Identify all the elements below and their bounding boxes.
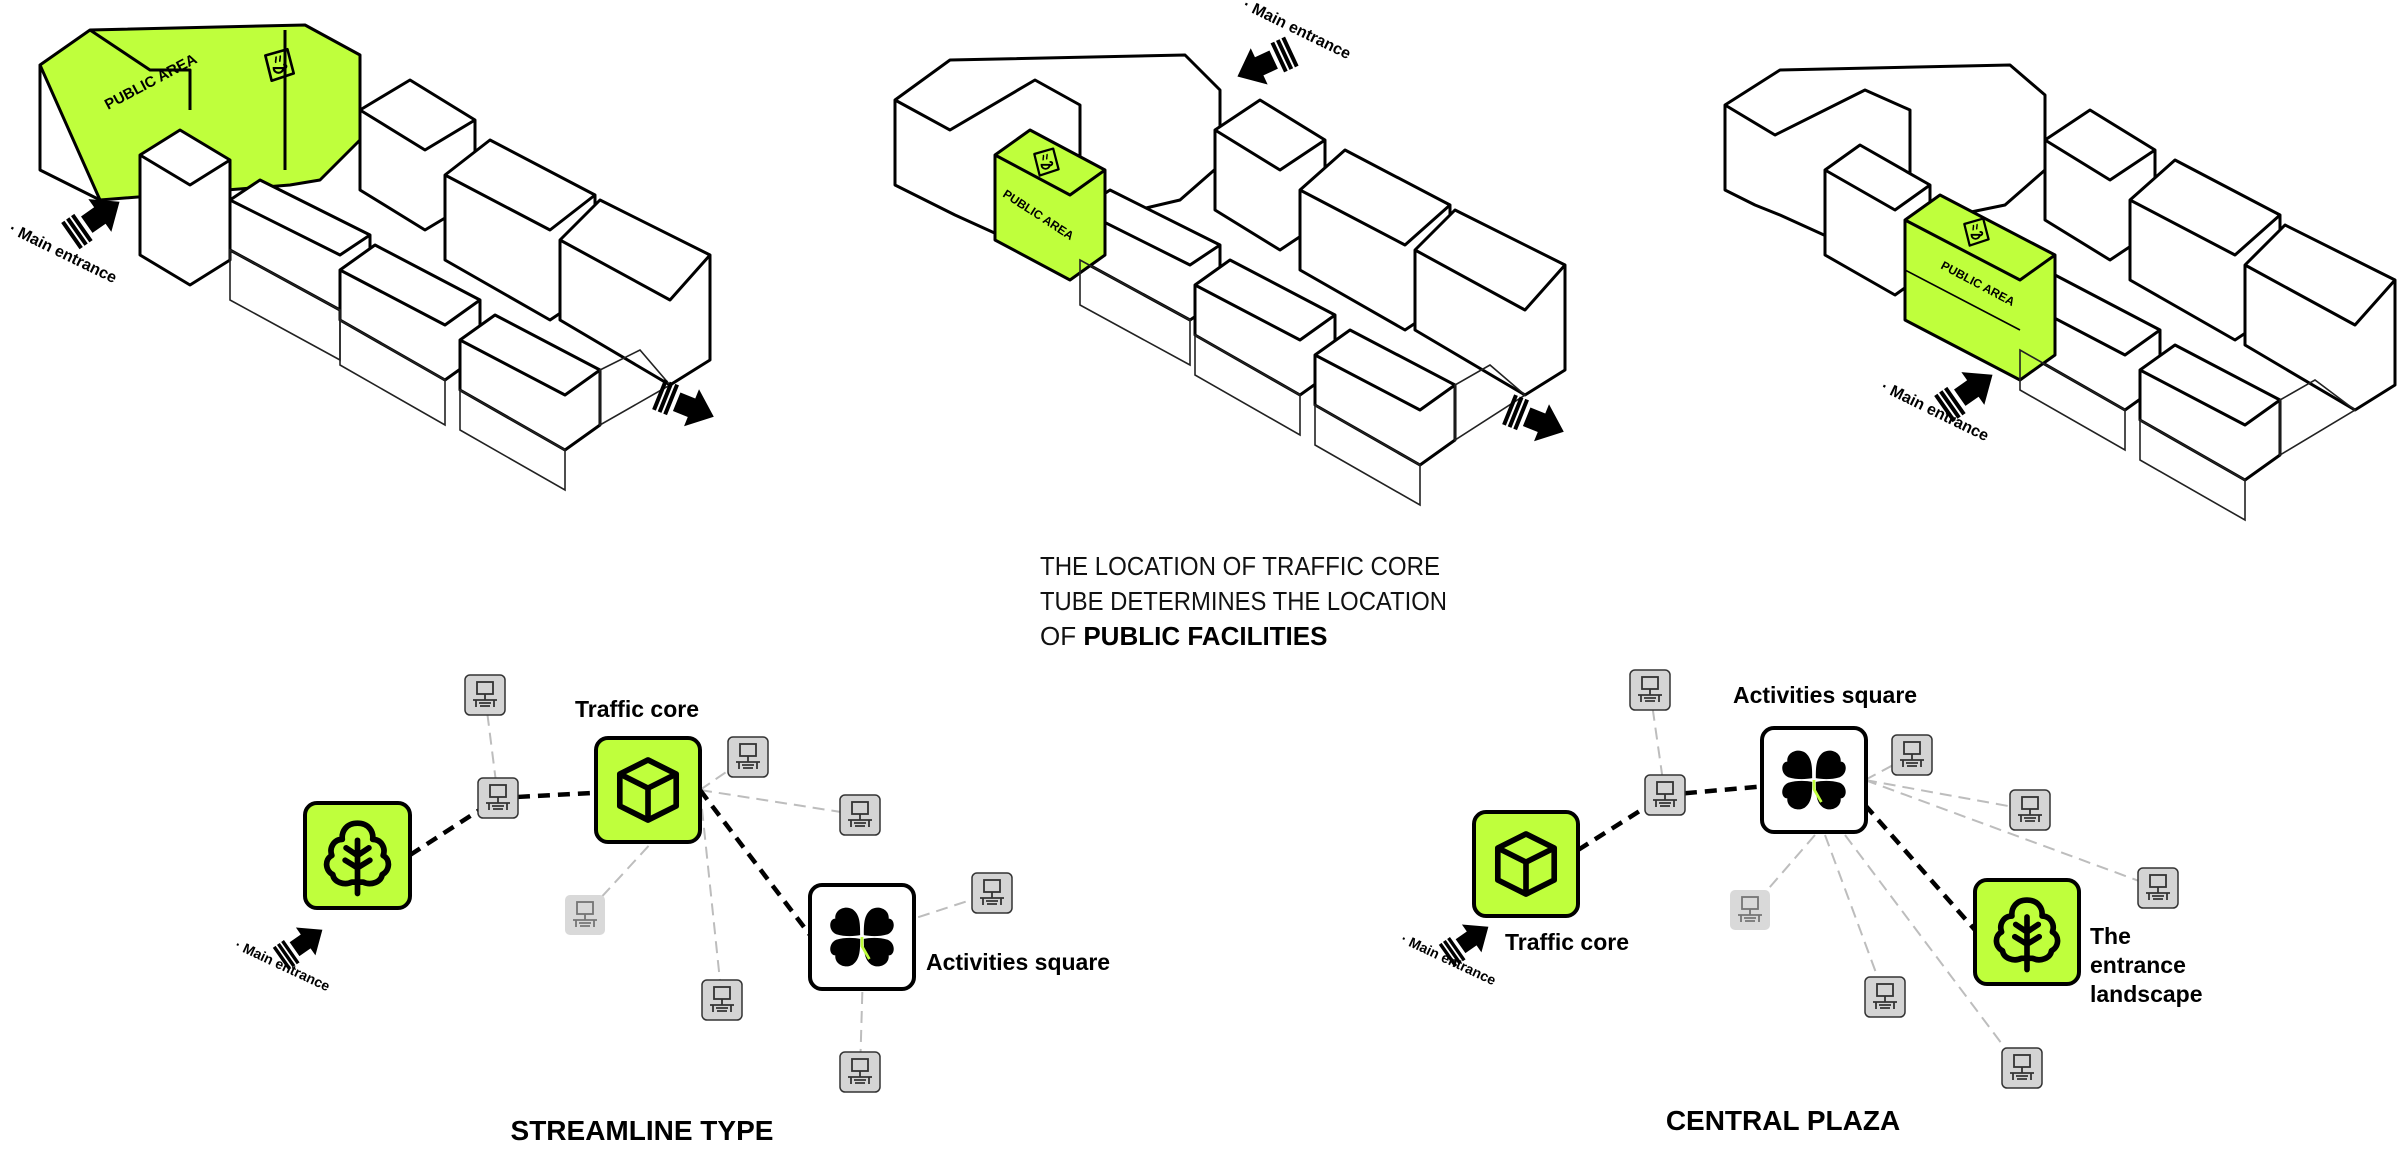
massing-model-2: PUBLIC AREA · Main entrance [893,0,1574,507]
workstation-unit [701,979,743,1021]
central-plaza-diagram: · Main entrance Activities square Traffi… [1399,669,2203,1136]
activities-square-node [808,883,916,991]
exit-arrow-icon [1500,389,1574,453]
headline-line-3: OF PUBLIC FACILITIES [1040,621,1327,651]
streamline-title: STREAMLINE TYPE [511,1115,774,1146]
massing-model-1: PUBLIC AREA · Main entr [6,23,724,492]
headline-line-2: TUBE DETERMINES THE LOCATION [1040,586,1447,616]
traffic-core-node [594,736,702,844]
workstation-unit [1864,976,1906,1018]
entrance-label-2: · Main entrance [1240,0,1353,63]
workstation-unit [1730,890,1770,930]
workstation-unit [565,895,605,935]
workstation-unit [839,794,881,836]
workstation-unit [1644,774,1686,816]
workstation-unit [2137,867,2179,909]
headline-emphasis: PUBLIC FACILITIES [1083,621,1327,651]
exit-arrow-icon [650,374,724,438]
workstation-unit [477,777,519,819]
streamline-diagram: · Main entrance Traffic core Activities … [233,674,1110,1146]
activities-square-node [1760,726,1868,834]
workstation-unit [727,736,769,778]
activities-square-label: Activities square [926,949,1110,975]
workstation-unit [2001,1047,2043,1089]
workstation-unit [971,872,1013,914]
workstation-unit [839,1051,881,1093]
workstation-unit [1629,669,1671,711]
landscape-node [1973,878,2081,986]
activities-square-label: Activities square [1733,682,1917,708]
entrance-landscape-label: The entrance landscape [2090,923,2203,1007]
massing-model-3: PUBLIC AREA · Main entrance [1723,63,2397,522]
landscape-node [303,801,412,910]
central-plaza-title: CENTRAL PLAZA [1666,1105,1900,1136]
workstation-unit [2009,789,2051,831]
traffic-core-node [1472,810,1580,918]
workstation-unit [464,674,506,716]
traffic-core-label: Traffic core [1505,929,1629,955]
entrance-arrow-icon [1226,31,1301,97]
entrance-label-1: · Main entrance [6,220,119,287]
traffic-core-label: Traffic core [575,696,699,722]
headline: THE LOCATION OF TRAFFIC CORE TUBE DETERM… [1040,551,1447,651]
headline-line-1: THE LOCATION OF TRAFFIC CORE [1040,551,1440,581]
workstation-unit [1891,734,1933,776]
